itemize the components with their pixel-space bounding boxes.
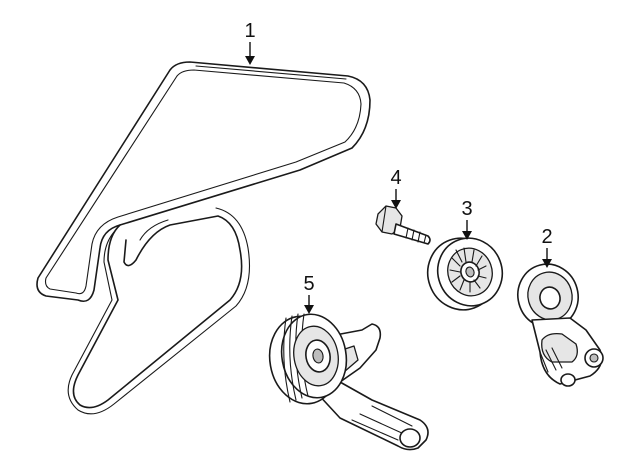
callout-arrowhead-1 [245, 56, 255, 65]
callout-arrowhead-3 [462, 231, 472, 240]
callout-2: 2 [541, 226, 553, 268]
tensioner [517, 263, 604, 387]
callout-label-1: 1 [244, 20, 255, 42]
callout-arrowhead-2 [542, 259, 552, 268]
callout-label-5: 5 [303, 273, 314, 295]
bolt [375, 205, 431, 245]
callout-label-2: 2 [541, 226, 552, 248]
callout-4: 4 [390, 167, 402, 209]
callout-arrowhead-5 [304, 305, 314, 314]
callout-arrowhead-4 [391, 200, 401, 209]
callout-1: 1 [244, 20, 256, 65]
callout-3: 3 [461, 198, 473, 240]
callout-5: 5 [303, 273, 315, 314]
idler-pulley [426, 237, 504, 311]
callout-label-4: 4 [390, 167, 401, 189]
serpentine-belt [36, 61, 371, 415]
callout-label-3: 3 [461, 198, 472, 220]
tensioner-pulley-assembly [268, 313, 429, 451]
